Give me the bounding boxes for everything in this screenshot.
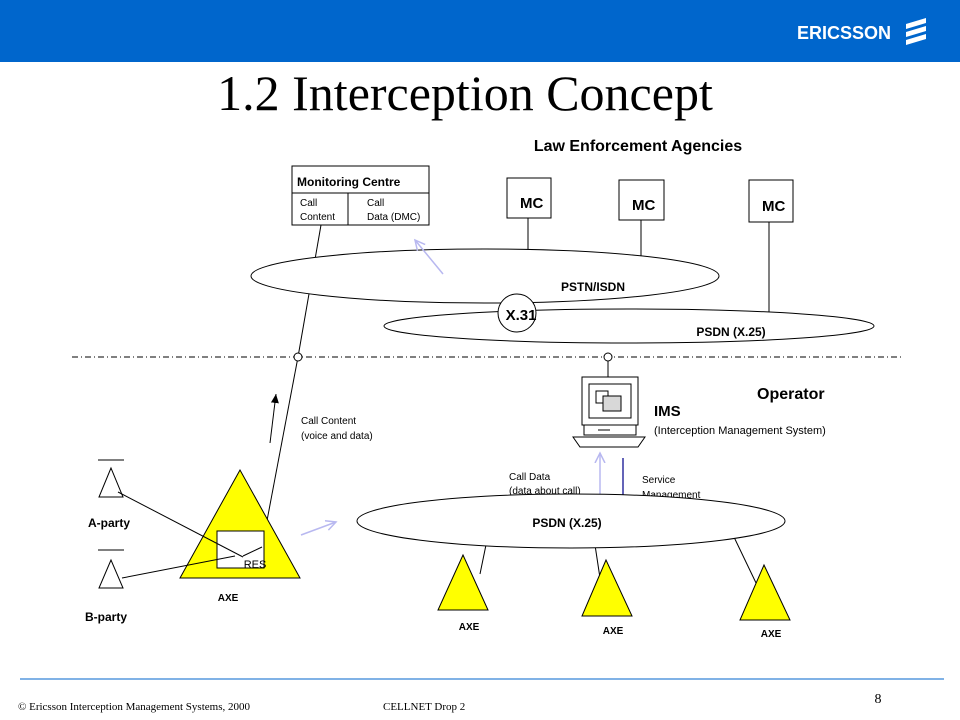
res-link [242, 546, 263, 557]
a-party-line [117, 491, 244, 558]
pstn-label: PSTN/ISDN [561, 280, 625, 294]
slide-title: 1.2 Interception Concept [217, 65, 713, 121]
mc-content-label-1: Call [300, 198, 317, 209]
axe-triangle-4 [739, 563, 791, 621]
b-party-label: B-party [85, 610, 127, 624]
b-party-phone-icon [98, 549, 124, 589]
axe-label-3: AXE [603, 626, 624, 637]
mc-box-2: MC [618, 179, 665, 221]
call-data-label-2: (data about call) [509, 486, 581, 497]
mc-label-3: MC [762, 198, 785, 215]
lea-heading: Law Enforcement Agencies [534, 138, 742, 155]
mc-data-label-2: Data (DMC) [367, 212, 420, 223]
axe-label-4: AXE [761, 629, 782, 640]
header-band [0, 0, 960, 62]
page-number: 8 [875, 692, 882, 707]
monitoring-centre-title: Monitoring Centre [297, 175, 401, 189]
ims-full-name: (Interception Management System) [654, 425, 826, 437]
psdn-upper-label: PSDN (X.25) [696, 325, 765, 339]
axe-triangle-3 [581, 558, 633, 617]
mc-box-3: MC [748, 179, 794, 223]
axe4-connector [732, 534, 758, 586]
mc-label-2: MC [632, 197, 655, 214]
axe-triangle-main [179, 468, 301, 579]
footer-copyright: © Ericsson Interception Management Syste… [18, 701, 250, 713]
axe-triangle-2 [437, 553, 489, 611]
x31-label: X.31 [506, 307, 537, 324]
mc-content-label-2: Content [300, 212, 335, 223]
call-content-line-lower [261, 356, 299, 548]
call-data-arrow-upper [415, 240, 444, 275]
pstn-isdn-network [250, 248, 720, 304]
call-data-label-1: Call Data [509, 472, 551, 483]
monitoring-centre: Monitoring Centre Call Content Call Data… [291, 165, 430, 226]
mc-data-label-1: Call [367, 198, 384, 209]
separator-node-right [603, 352, 613, 362]
psdn-upper-network [383, 308, 875, 344]
axe-label-2: AXE [459, 622, 480, 633]
ims-computer-icon [572, 376, 646, 448]
brand-name: ERICSSON [797, 23, 891, 43]
call-content-arrow [269, 393, 279, 444]
psdn-lower-network [356, 493, 786, 549]
mc-box-1: MC [506, 177, 552, 219]
axe-label-main: AXE [218, 593, 239, 604]
axe3-connector [594, 544, 601, 579]
ims-label: IMS [654, 403, 681, 420]
call-content-label-1: Call Content [301, 416, 356, 427]
service-management-label-1: Service [642, 475, 676, 486]
separator-node-left [293, 352, 303, 362]
ericsson-e-icon [906, 18, 926, 45]
footer-course: CELLNET Drop 2 [383, 701, 465, 713]
a-party-label: A-party [88, 516, 130, 530]
operator-label: Operator [757, 386, 825, 403]
a-party-phone-icon [98, 459, 124, 498]
axe-to-psdn-arrow [300, 522, 336, 536]
mc-label-1: MC [520, 195, 543, 212]
b-party-line [121, 555, 236, 579]
service-management-label-2: Management [642, 490, 701, 501]
res-label: RES [244, 559, 267, 571]
x31-gateway [497, 293, 537, 333]
call-content-label-2: (voice and data) [301, 431, 373, 442]
psdn-lower-label: PSDN (X.25) [532, 516, 601, 530]
